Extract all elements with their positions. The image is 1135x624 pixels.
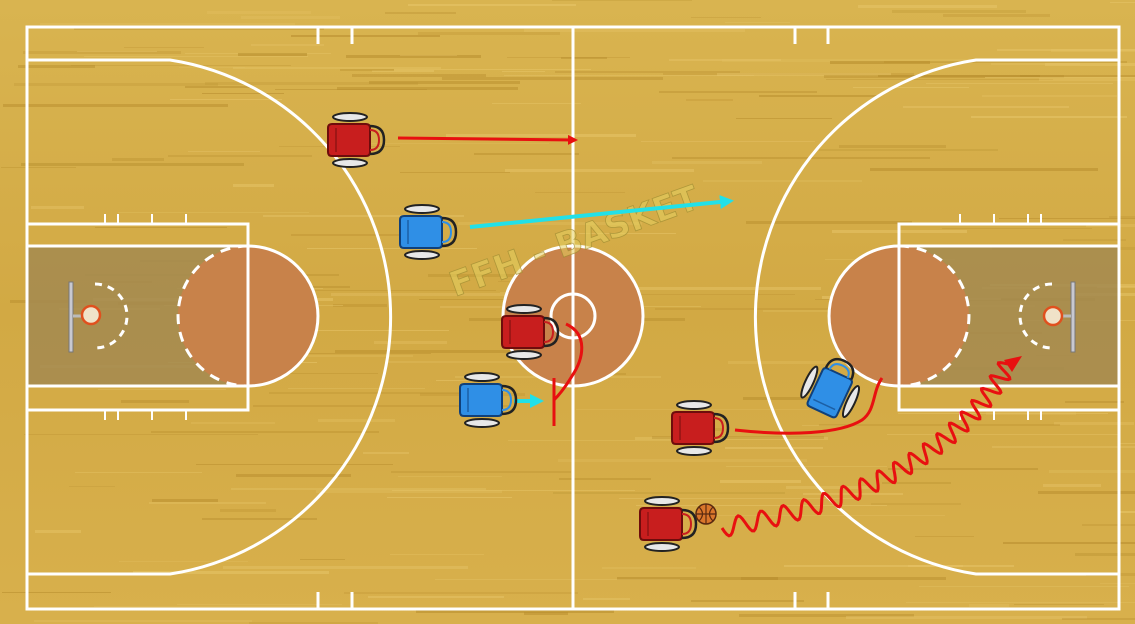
red-1-run-arrow (398, 138, 575, 140)
basketball (696, 504, 716, 524)
right-rim (1044, 307, 1062, 325)
left-rim (82, 306, 100, 324)
